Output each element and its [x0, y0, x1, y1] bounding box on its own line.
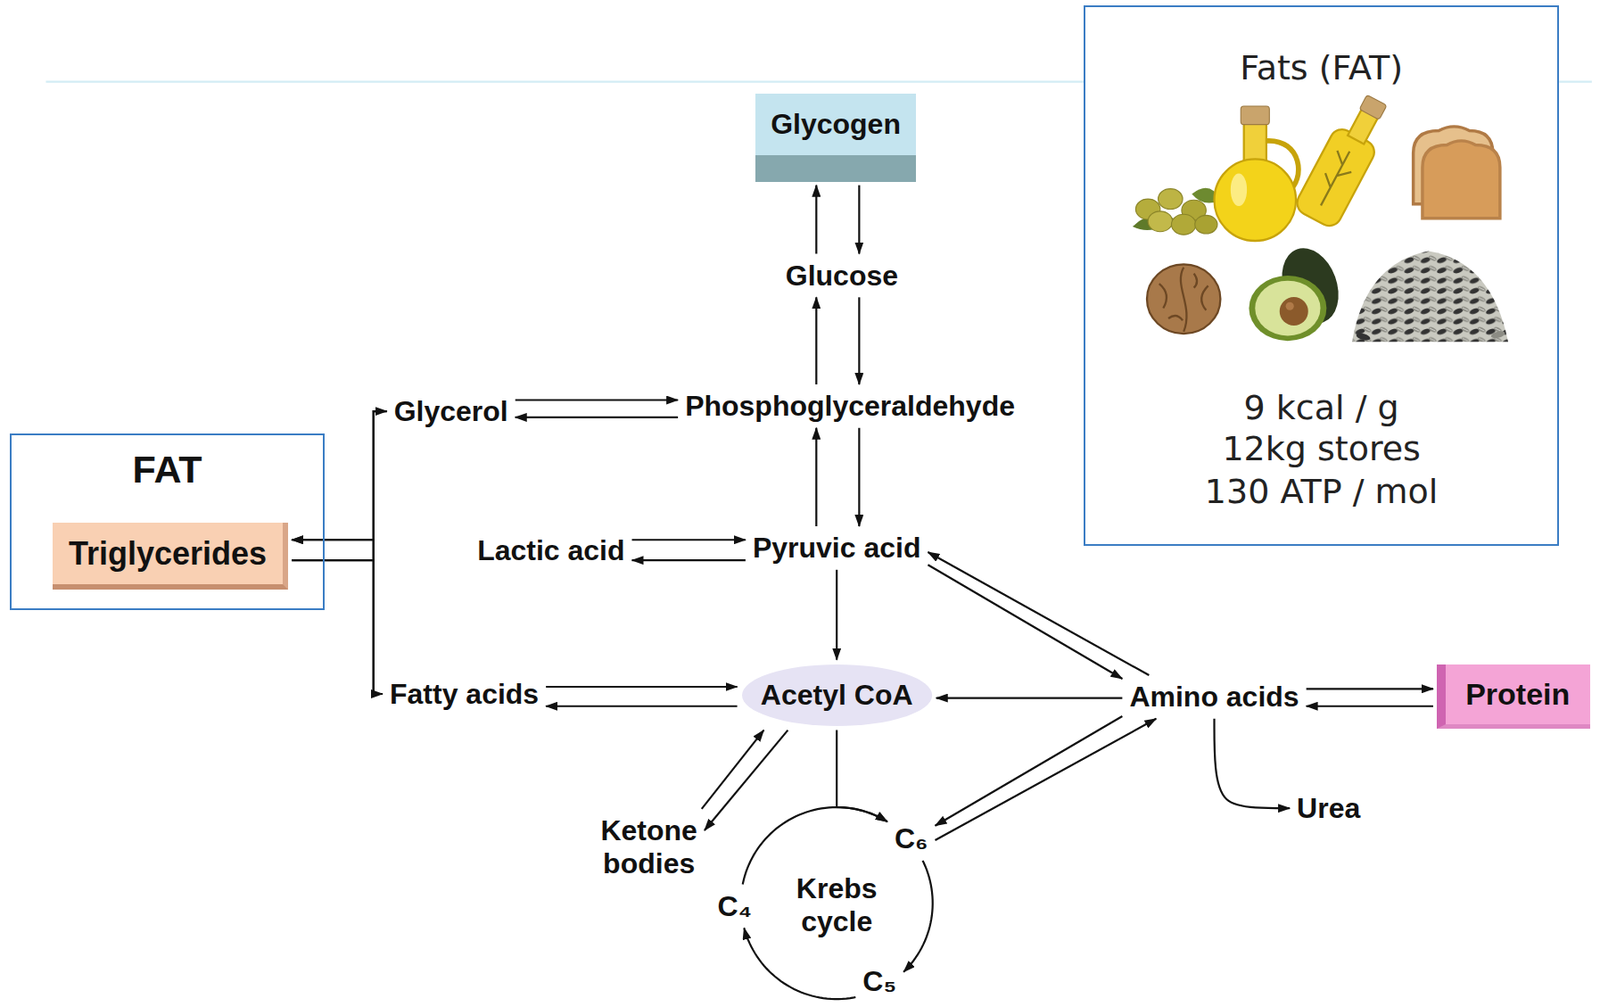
flow-arrow — [1306, 687, 1434, 690]
info-panel: Fats (FAT) 9 kcal / g12kg stores130 ATP /… — [1083, 5, 1559, 546]
cycle-label: Krebs cycle — [792, 870, 882, 941]
flow-arrow — [927, 564, 1122, 679]
node-text: Lactic acid — [477, 534, 625, 568]
sunflower-seeds-picture — [1352, 250, 1509, 342]
storage-box: Protein — [1436, 664, 1591, 729]
metabolite-label: Urea — [1293, 790, 1364, 827]
oil-carafe-picture — [1214, 106, 1299, 241]
flow-arrow — [545, 705, 737, 708]
avocado-flesh — [1254, 280, 1320, 337]
flow-arrow — [632, 559, 746, 561]
flow-arrow — [903, 860, 933, 973]
flow-arrow — [857, 428, 860, 527]
avocado-pit-shine — [1286, 302, 1295, 311]
olive — [1171, 214, 1196, 235]
flow-arrow — [815, 185, 817, 255]
group-frame: FAT Triglycerides — [9, 433, 324, 611]
cycle-intermediate: C₆ — [890, 820, 932, 858]
metabolite-label: Glycerol — [390, 393, 512, 430]
olive — [1147, 211, 1172, 232]
metabolite-label: Ketone bodies — [596, 812, 701, 883]
flow-arrow — [835, 569, 838, 660]
bottle-sprig — [1311, 146, 1360, 211]
flow-arrow — [291, 539, 383, 694]
flow-arrow — [291, 560, 383, 694]
node-text: Acetyl CoA — [760, 678, 914, 712]
flow-arrow — [927, 552, 1149, 676]
seed-pile — [1352, 250, 1509, 342]
avocado-pit — [1279, 296, 1309, 326]
cycle-intermediate: C₅ — [858, 963, 900, 1000]
metabolite-label: Phosphoglyceraldehyde — [681, 387, 1019, 425]
header-rule — [1558, 80, 1592, 83]
olives-picture — [1132, 188, 1221, 235]
flow-arrow — [632, 538, 746, 541]
atp-yield: 130 ATP / mol — [1204, 472, 1439, 512]
toast-picture — [1413, 126, 1501, 219]
seed — [1355, 331, 1371, 342]
metabolite-label: Glucose — [782, 257, 902, 295]
node-text: C₄ — [717, 890, 752, 924]
hub-ellipse: Acetyl CoA — [741, 663, 933, 727]
olive — [1195, 214, 1218, 234]
oil-bottle-picture — [1293, 89, 1398, 231]
node-text: Protein — [1465, 676, 1570, 712]
carafe-highlight — [1230, 173, 1247, 207]
carafe-body — [1214, 158, 1297, 241]
group-heading: FAT — [132, 447, 203, 492]
node-text: Krebs cycle — [796, 872, 878, 939]
flow-arrow — [704, 730, 788, 831]
cycle-intermediate: C₄ — [714, 888, 756, 925]
flow-arrow — [857, 185, 860, 255]
flow-arrow — [936, 696, 1123, 699]
node-text: Pyruvic acid — [752, 531, 922, 565]
node-text: Ketone bodies — [600, 814, 697, 881]
hub-ellipse-shape — [742, 664, 932, 726]
node-text: Glucose — [785, 259, 899, 293]
toast-slice — [1422, 140, 1501, 219]
body-stores: 12kg stores — [1221, 429, 1420, 470]
node-text: Fatty acids — [389, 677, 539, 711]
flow-arrow — [1214, 718, 1291, 809]
flow-arrow — [857, 296, 860, 385]
metabolite-label: Fatty acids — [386, 676, 543, 713]
node-text: Triglycerides — [68, 535, 267, 572]
storage-box: Glycogen — [755, 93, 917, 182]
metabolite-label: Lactic acid — [473, 532, 628, 570]
flow-arrow — [815, 296, 817, 385]
flow-arrow — [815, 428, 817, 527]
seed — [1490, 329, 1506, 340]
bottle-cork — [1359, 94, 1387, 120]
walnut-wrinkles — [1159, 267, 1209, 332]
flow-arrow — [1306, 705, 1434, 708]
header-rule — [45, 80, 1084, 83]
flow-arrow — [515, 398, 678, 401]
node-text: Amino acids — [1129, 680, 1299, 714]
flow-arrow — [935, 716, 1123, 826]
olive — [1158, 189, 1183, 210]
flow-arrow — [545, 685, 737, 688]
flow-arrow — [743, 927, 856, 999]
carafe-cork — [1240, 106, 1270, 125]
flow-arrow — [515, 416, 678, 419]
flow-arrow — [935, 718, 1157, 841]
avocado-picture — [1248, 239, 1348, 341]
walnut-shell — [1146, 263, 1221, 334]
node-text: Phosphoglyceraldehyde — [684, 389, 1015, 423]
avocado-rind — [1248, 275, 1327, 341]
metabolite-label: Pyruvic acid — [749, 529, 925, 567]
walnut-picture — [1146, 263, 1221, 334]
storage-box: Triglycerides — [52, 522, 289, 591]
panel-title: Fats (FAT) — [1239, 49, 1403, 89]
node-text: C₅ — [862, 964, 897, 998]
node-text: Urea — [1296, 791, 1361, 825]
node-text: Glycerol — [394, 395, 509, 429]
node-text: C₆ — [894, 822, 929, 856]
energy-density: 9 kcal / g — [1244, 388, 1400, 429]
metabolite-label: Amino acids — [1125, 678, 1303, 716]
node-text: Glycogen — [770, 107, 901, 141]
